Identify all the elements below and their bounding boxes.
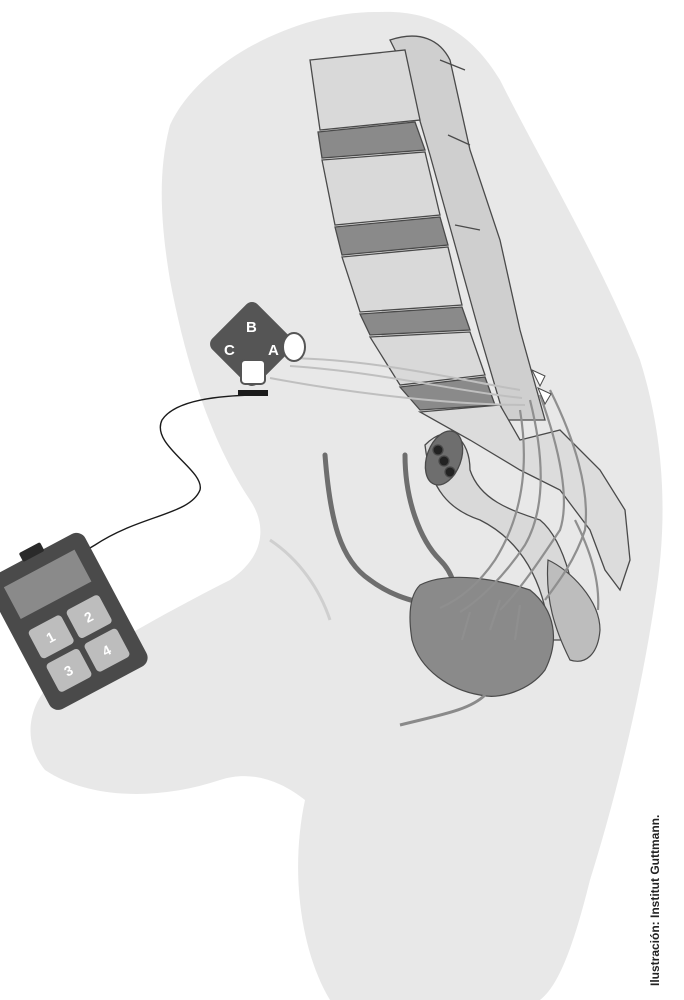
urethra bbox=[399, 693, 487, 727]
nerve-roots bbox=[530, 368, 552, 406]
stimulator-label-b: B bbox=[246, 319, 257, 336]
rectum bbox=[424, 430, 577, 641]
prostate bbox=[546, 559, 601, 662]
cable-connector bbox=[238, 390, 268, 396]
nerves bbox=[439, 389, 600, 641]
bladder bbox=[409, 576, 554, 697]
stimulator-device bbox=[210, 302, 306, 386]
stimulator-label-c: C bbox=[224, 342, 235, 359]
stimulator-label-a: A bbox=[268, 342, 279, 359]
handheld-controller: 1 2 3 4 bbox=[0, 532, 148, 710]
spine bbox=[309, 35, 631, 592]
illustration-credit: Ilustración: Institut Guttmann. bbox=[648, 814, 662, 986]
electrode-leads bbox=[269, 357, 526, 406]
